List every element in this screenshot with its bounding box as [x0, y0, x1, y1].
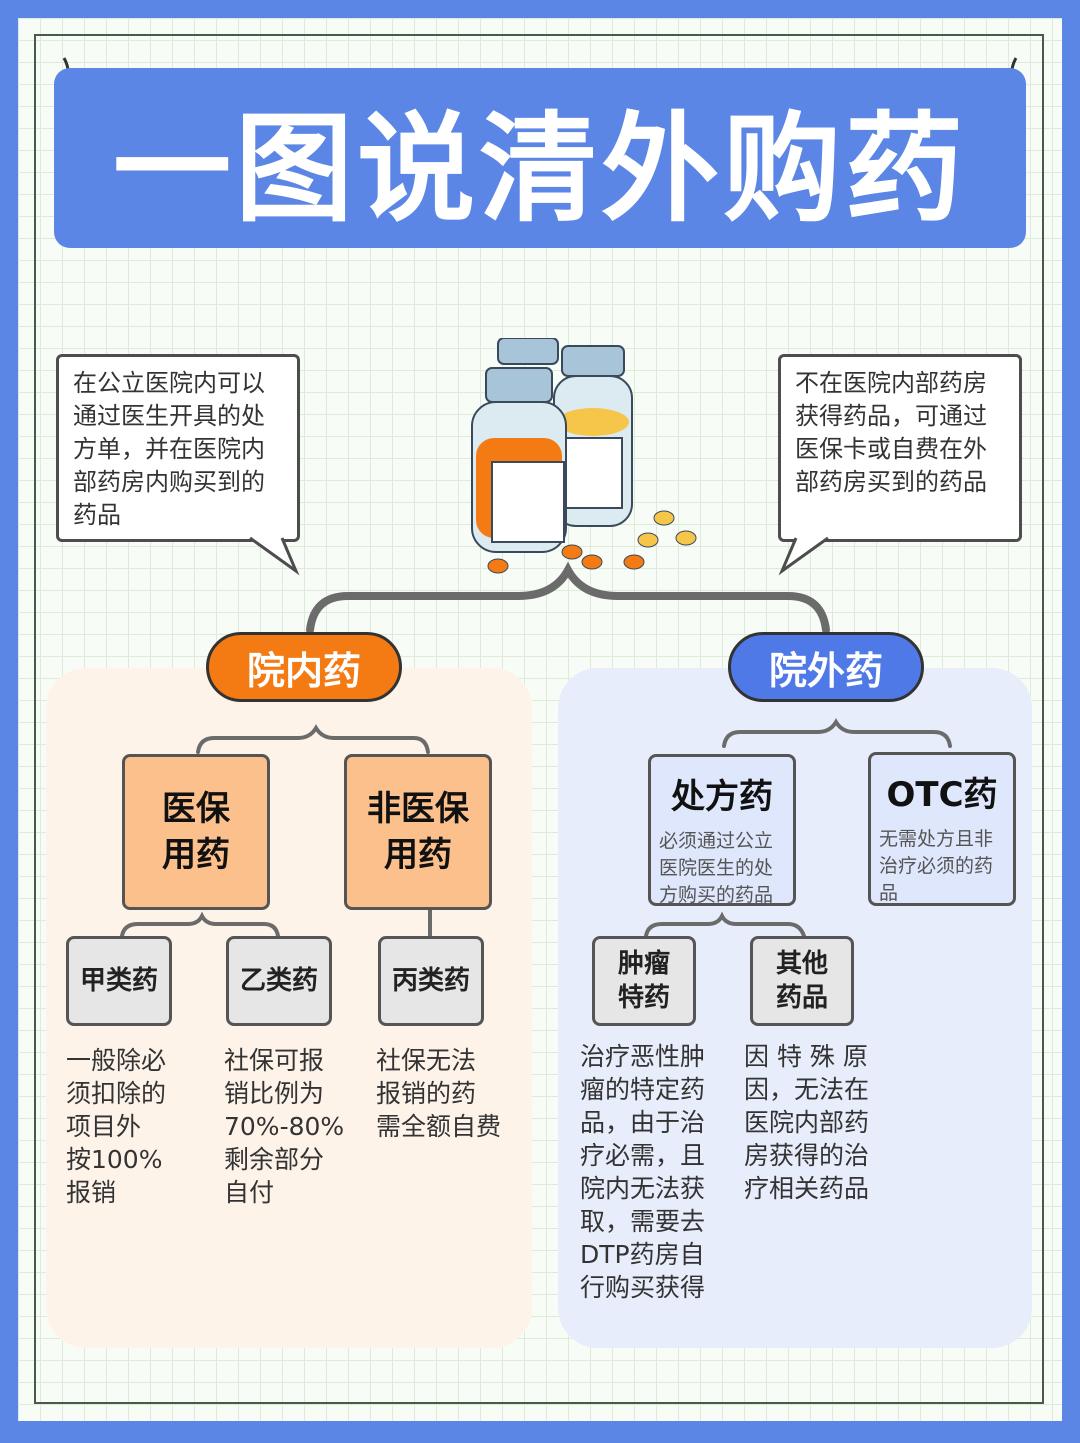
tumor-desc-line: DTP药房自 — [580, 1240, 705, 1269]
otc-medicine-box: OTC药 无需处方且非治疗必须的药品 — [868, 752, 1016, 906]
other-drug-desc: 因 特 殊 原 因，无法在 医院内部药 房获得的治 疗相关药品 — [744, 1040, 894, 1205]
tumor-drug-desc: 治疗恶性肿 瘤的特定药 品，由于治 疗必需，且 院内无法获 取，需要去 DTP药… — [580, 1040, 730, 1304]
page: 一图说清外购药 在公立医院内可以通过医生开具的处方单，并在医院内部药房内购买到的… — [18, 18, 1062, 1421]
class-b-desc: 社保可报 销比例为 70%-80% 剩余部分 自付 — [224, 1044, 364, 1209]
class-a-box: 甲类药 — [66, 936, 172, 1026]
tumor-desc-line: 瘤的特定药 — [580, 1075, 706, 1104]
tumor-drug-box: 肿瘤 特药 — [592, 936, 696, 1026]
outside-medicine-pill: 院外药 — [728, 632, 924, 702]
rx-label: 处方药 — [671, 777, 773, 817]
inside-medicine-pill: 院内药 — [206, 632, 402, 702]
other-desc-line: 医院内部药 — [744, 1108, 870, 1137]
left-bubble-text: 在公立医院内可以通过医生开具的处方单，并在医院内部药房内购买到的药品 — [73, 369, 265, 529]
class-a-label: 甲类药 — [79, 966, 158, 996]
class-b-desc-line: 自付 — [224, 1178, 275, 1207]
class-c-box: 丙类药 — [378, 936, 484, 1026]
class-b-desc-line: 社保可报 — [224, 1046, 325, 1075]
title-banner: 一图说清外购药 — [54, 68, 1026, 248]
class-a-desc-line: 一般除必 — [66, 1046, 167, 1075]
tumor-desc-line: 品，由于治 — [580, 1108, 706, 1137]
class-c-desc-line: 报销的药 — [376, 1079, 477, 1108]
page-title: 一图说清外购药 — [112, 99, 967, 238]
outside-medicine-label: 院外药 — [768, 648, 883, 693]
other-desc-line: 因 特 殊 原 — [744, 1042, 868, 1071]
insured-label-line1: 医保 — [162, 789, 230, 829]
tumor-label-line1: 肿瘤 — [617, 949, 670, 979]
class-a-desc-line: 报销 — [66, 1178, 117, 1207]
class-b-box: 乙类药 — [226, 936, 332, 1026]
left-speech-bubble: 在公立医院内可以通过医生开具的处方单，并在医院内部药房内购买到的药品 — [56, 354, 300, 542]
class-b-desc-line: 70%-80% — [224, 1112, 345, 1141]
right-speech-bubble: 不在医院内部药房获得药品，可通过医保卡或自费在外部药房买到的药品 — [778, 354, 1022, 542]
class-b-label: 乙类药 — [239, 966, 318, 996]
rx-medicine-box: 处方药 必须通过公立医院医生的处方购买的药品 — [648, 754, 796, 906]
connector-lines — [120, 536, 952, 938]
rx-desc: 必须通过公立医院医生的处方购买的药品 — [659, 830, 774, 906]
uninsured-label-line2: 用药 — [384, 835, 452, 875]
insured-medicine-box: 医保 用药 — [122, 754, 270, 910]
other-label-line1: 其他 — [775, 949, 828, 979]
class-a-desc-line: 按100% — [66, 1145, 163, 1174]
tumor-desc-line: 取，需要去 — [580, 1207, 706, 1236]
tumor-desc-line: 疗必需，且 — [580, 1141, 706, 1170]
right-bubble-text: 不在医院内部药房获得药品，可通过医保卡或自费在外部药房买到的药品 — [795, 369, 987, 496]
class-c-label: 丙类药 — [391, 966, 470, 996]
otc-desc: 无需处方且非治疗必须的药品 — [879, 828, 994, 904]
class-b-desc-line: 销比例为 — [224, 1079, 325, 1108]
other-desc-line: 因，无法在 — [744, 1075, 870, 1104]
tumor-desc-line: 行购买获得 — [580, 1273, 706, 1302]
tumor-desc-line: 治疗恶性肿 — [580, 1042, 706, 1071]
other-desc-line: 房获得的治 — [744, 1141, 870, 1170]
pill-bottle-icon — [471, 338, 697, 574]
insured-label-line2: 用药 — [162, 835, 230, 875]
inside-medicine-label: 院内药 — [246, 648, 361, 693]
other-drug-box: 其他 药品 — [750, 936, 854, 1026]
class-b-desc-line: 剩余部分 — [224, 1145, 325, 1174]
otc-label: OTC药 — [886, 775, 998, 815]
uninsured-medicine-box: 非医保 用药 — [344, 754, 492, 910]
tumor-desc-line: 院内无法获 — [580, 1174, 706, 1203]
class-a-desc-line: 项目外 — [66, 1112, 142, 1141]
class-c-desc-line: 社保无法 — [376, 1046, 477, 1075]
tumor-label-line2: 特药 — [617, 983, 670, 1013]
class-a-desc: 一般除必 须扣除的 项目外 按100% 报销 — [66, 1044, 196, 1209]
class-c-desc: 社保无法 报销的药 需全额自费 — [376, 1044, 526, 1143]
other-desc-line: 疗相关药品 — [744, 1174, 870, 1203]
class-c-desc-line: 需全额自费 — [376, 1112, 502, 1141]
inner-border — [34, 34, 1044, 1404]
class-a-desc-line: 须扣除的 — [66, 1079, 167, 1108]
other-label-line2: 药品 — [775, 983, 828, 1013]
uninsured-label-line1: 非医保 — [367, 789, 469, 829]
